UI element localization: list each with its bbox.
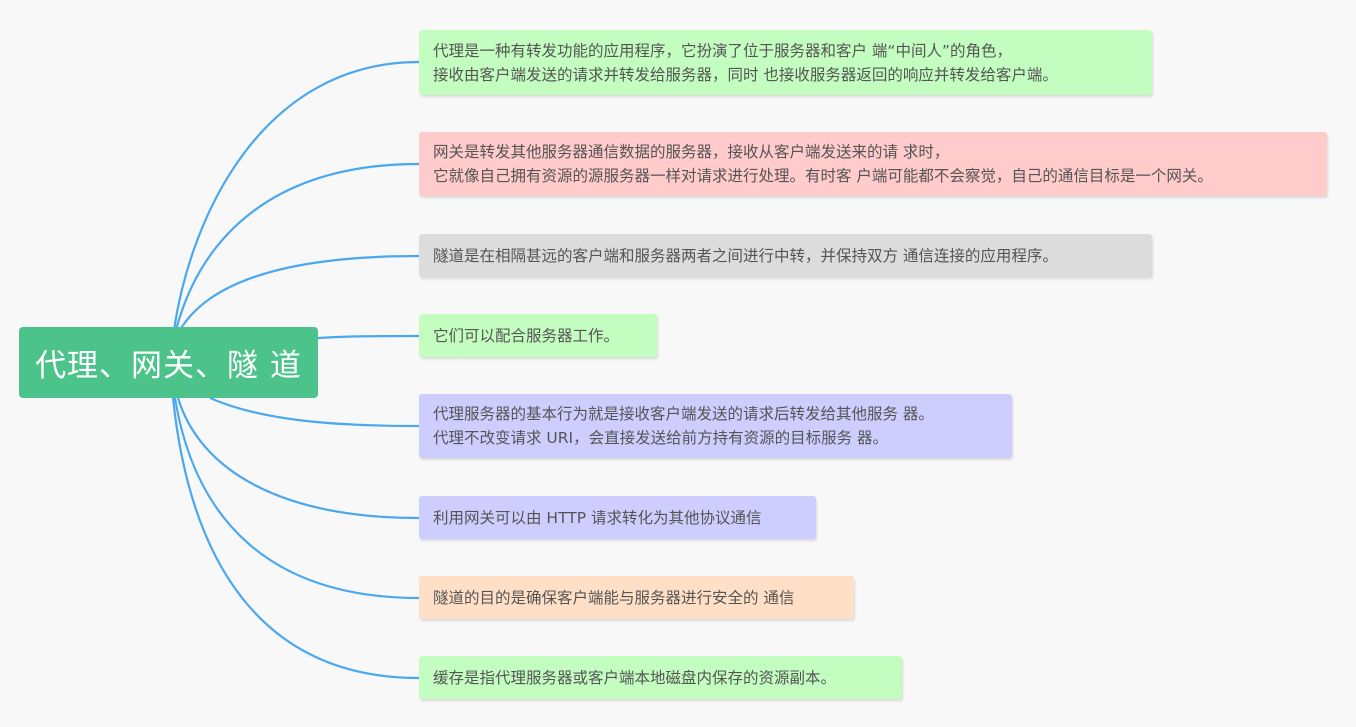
connector-6 — [176, 397, 420, 520]
topic-text: 利用网关可以由 HTTP 请求转化为其他协议通信 — [433, 508, 762, 527]
topic-proxy-definition[interactable]: 代理是一种有转发功能的应用程序，它扮演了位于服务器和客户 端“中间人”的角色， … — [419, 30, 1152, 95]
topic-work-with-server[interactable]: 它们可以配合服务器工作。 — [419, 314, 657, 357]
topic-text: 它们可以配合服务器工作。 — [433, 326, 620, 345]
topic-text: 接收由客户端发送的请求并转发给服务器，同时 也接收服务器返回的响应并转发给客户端… — [433, 65, 1058, 84]
topic-text: 隧道的目的是确保客户端能与服务器进行安全的 通信 — [433, 588, 795, 607]
connector-2 — [174, 162, 420, 331]
connector-8 — [171, 397, 420, 680]
topic-text: 代理服务器的基本行为就是接收客户端发送的请求后转发给其他服务 器。 — [433, 405, 934, 423]
topic-text: 隧道是在相隔甚远的客户端和服务器两者之间进行中转，并保持双方 通信连接的应用程序… — [433, 246, 1058, 265]
topic-tunnel-definition[interactable]: 隧道是在相隔甚远的客户端和服务器两者之间进行中转，并保持双方 通信连接的应用程序… — [419, 234, 1152, 277]
topic-text: 代理是一种有转发功能的应用程序，它扮演了位于服务器和客户 端“中间人”的角色， — [433, 41, 1012, 60]
connector-1 — [172, 60, 420, 331]
connector-7 — [173, 397, 420, 600]
topic-tunnel-purpose[interactable]: 隧道的目的是确保客户端能与服务器进行安全的 通信 — [419, 576, 854, 619]
topic-text: 缓存是指代理服务器或客户端本地磁盘内保存的资源副本。 — [433, 668, 837, 687]
connector-3 — [179, 254, 420, 331]
topic-proxy-behavior[interactable]: 代理服务器的基本行为就是接收客户端发送的请求后转发给其他服务 器。 代理不改变请… — [419, 394, 1012, 458]
topic-gateway-protocol[interactable]: 利用网关可以由 HTTP 请求转化为其他协议通信 — [419, 496, 816, 539]
topic-text: 代理不改变请求 URI，会直接发送给前方持有资源的目标服务 器。 — [433, 429, 889, 447]
connector-5 — [209, 396, 420, 428]
root-topic[interactable]: 代理、网关、隧 道 — [19, 327, 318, 398]
connector-4 — [317, 334, 420, 340]
topic-cache-definition[interactable]: 缓存是指代理服务器或客户端本地磁盘内保存的资源副本。 — [419, 656, 902, 699]
topic-gateway-definition[interactable]: 网关是转发其他服务器通信数据的服务器，接收从客户端发送来的请 求时， 它就像自己… — [419, 132, 1327, 196]
topic-text: 它就像自己拥有资源的源服务器一样对请求进行处理。有时客 户端可能都不会察觉，自己… — [433, 167, 1213, 185]
topic-text: 网关是转发其他服务器通信数据的服务器，接收从客户端发送来的请 求时， — [433, 143, 950, 161]
